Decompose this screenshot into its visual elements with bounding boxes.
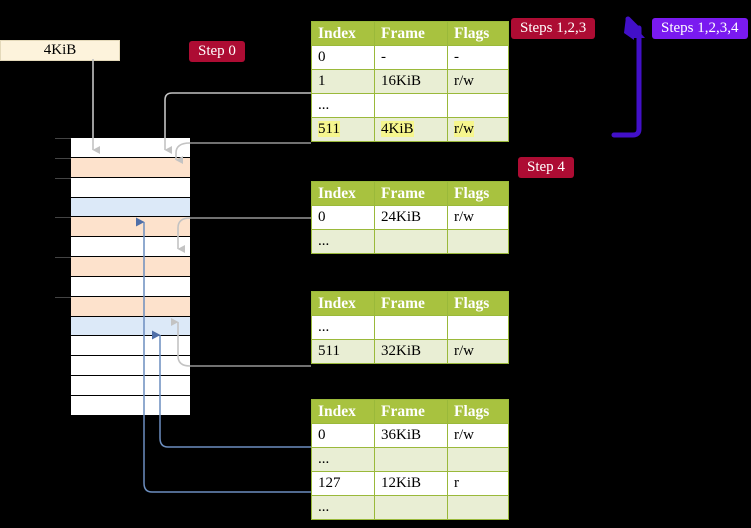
column-header-index: Index [311, 399, 375, 424]
table-cell: - [447, 45, 509, 70]
table-cell: 1 [311, 69, 375, 94]
table-cell: 511 [311, 117, 375, 142]
table-cell [374, 315, 448, 340]
table-cell: ... [311, 315, 375, 340]
table-row: ... [311, 229, 509, 254]
memory-row [71, 335, 190, 356]
column-header-frame: Frame [374, 291, 448, 316]
table-cell: r [447, 471, 509, 496]
memory-row [55, 176, 190, 197]
column-header-flags: Flags [447, 399, 509, 424]
table-row: ... [311, 447, 509, 472]
memory-row [71, 196, 190, 217]
physical-memory-frames [55, 137, 190, 415]
table-cell [447, 495, 509, 520]
table-cell: r/w [447, 117, 509, 142]
table-cell: 32KiB [374, 339, 448, 364]
memory-row [71, 315, 190, 336]
table-cell: ... [311, 229, 375, 254]
table-cell: - [374, 45, 448, 70]
column-header-flags: Flags [447, 291, 509, 316]
table-cell [374, 447, 448, 472]
step-4-label: Step 4 [518, 157, 574, 178]
memory-row [71, 375, 190, 395]
steps-123-label: Steps 1,2,3 [511, 18, 596, 39]
table-row: ... [311, 495, 509, 520]
table-cell: 127 [311, 471, 375, 496]
memory-row [55, 256, 190, 276]
table-cell: ... [311, 495, 375, 520]
table-row: 0-- [311, 45, 509, 70]
memory-row [55, 156, 190, 177]
table-cell: 0 [311, 205, 375, 230]
connector-table3-to-memory [171, 318, 311, 367]
table-cell: 4KiB [374, 117, 448, 142]
table-cell: 16KiB [374, 69, 448, 94]
column-header-frame: Frame [374, 181, 448, 206]
step-0-label: Step 0 [189, 41, 245, 62]
table-cell: 24KiB [374, 205, 448, 230]
memory-row [71, 355, 190, 376]
table-row: ... [311, 93, 509, 118]
table-cell [447, 315, 509, 340]
memory-row [55, 137, 190, 157]
table-cell [374, 229, 448, 254]
memory-row [71, 394, 190, 415]
table-cell: 511 [311, 339, 375, 364]
steps-1234-label: Steps 1,2,3,4 [652, 18, 748, 39]
column-header-flags: Flags [447, 181, 509, 206]
table-cell: 12KiB [374, 471, 448, 496]
table-cell: r/w [447, 69, 509, 94]
table-row: ... [311, 315, 509, 340]
table-cell: r/w [447, 339, 509, 364]
column-header-flags: Flags [447, 21, 509, 46]
table-cell: 0 [311, 423, 375, 448]
column-header-index: Index [311, 291, 375, 316]
steps-bracket-arrow [611, 16, 645, 138]
column-header-frame: Frame [374, 399, 448, 424]
table-cell: 0 [311, 45, 375, 70]
table-cell: ... [311, 447, 375, 472]
size-box-4kib: 4KiB [0, 40, 120, 61]
memory-row [71, 275, 190, 296]
connector-table2-to-memory [177, 217, 311, 253]
column-header-frame: Frame [374, 21, 448, 46]
column-header-index: Index [311, 21, 375, 46]
memory-row [55, 216, 190, 237]
memory-row [55, 295, 190, 316]
column-header-index: Index [311, 181, 375, 206]
table-cell: r/w [447, 205, 509, 230]
table-cell: 36KiB [374, 423, 448, 448]
table-cell [447, 229, 509, 254]
table-cell [447, 447, 509, 472]
memory-row [71, 236, 190, 257]
table-cell [374, 495, 448, 520]
table-cell [447, 93, 509, 118]
table-cell [374, 93, 448, 118]
table-cell: ... [311, 93, 375, 118]
table-cell: r/w [447, 423, 509, 448]
connector-table1-511-row [175, 142, 311, 164]
